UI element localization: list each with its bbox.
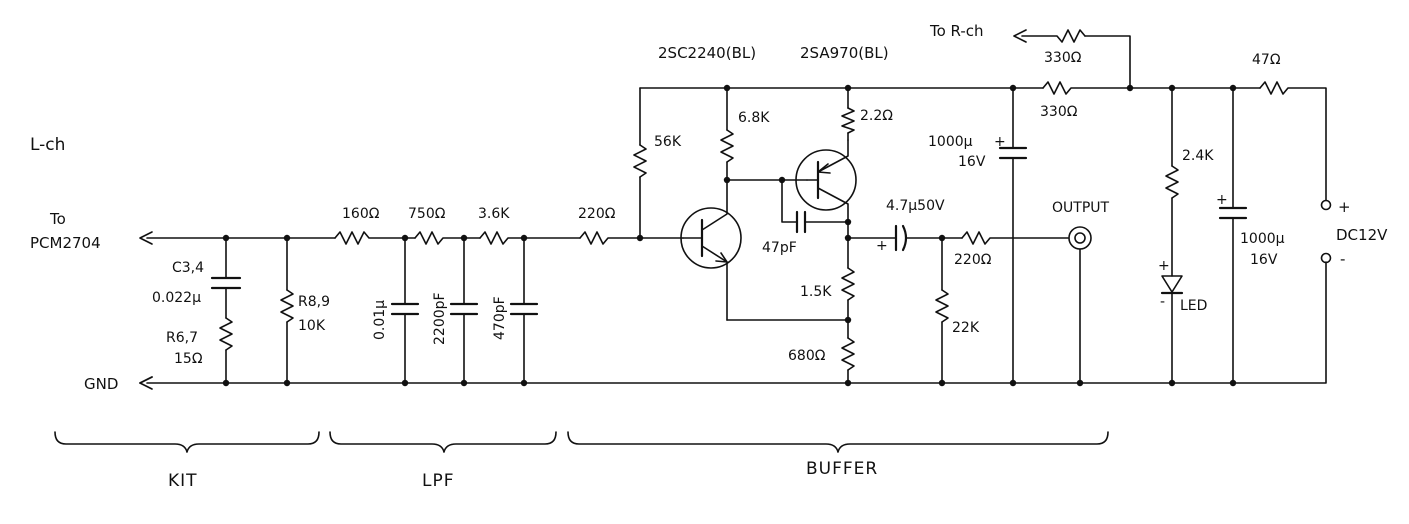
lpf-series-resistors [334, 231, 641, 245]
r8-9-value: 10K [298, 318, 326, 334]
led-plus: + [1158, 258, 1170, 274]
ground-rail [139, 261, 1327, 390]
c-1000a-voltage: 16V [958, 154, 986, 170]
npn-transistor-label: 2SC2240(BL) [658, 44, 756, 62]
r-160-label: 160Ω [342, 206, 380, 222]
junction-dot [283, 379, 291, 387]
junction-dot [460, 379, 468, 387]
section-braces [54, 431, 1109, 453]
c-1000b-plus: + [1216, 192, 1228, 208]
input-signal-line [139, 231, 336, 245]
c-1000u-left [998, 87, 1028, 384]
pnp-transistor-label: 2SA970(BL) [800, 44, 889, 62]
led-minus: - [1160, 294, 1165, 310]
section-label-kit: KIT [168, 471, 198, 491]
junction-dot [1168, 379, 1176, 387]
junction-dot [222, 234, 230, 242]
c-001-label: 0.01μ [372, 300, 388, 340]
junction-dot [844, 379, 852, 387]
r-220-output-resistor [961, 231, 1069, 245]
c-47pf-capacitor [781, 179, 849, 234]
led-label: LED [1180, 298, 1207, 314]
c-1000a-value: 1000μ [928, 134, 973, 150]
r-2k4-label: 2.4K [1182, 148, 1214, 164]
junction-dot [401, 234, 409, 242]
c-470-label: 470pF [492, 296, 508, 340]
channel-label: L-ch [30, 135, 65, 155]
r-2r2-label: 2.2Ω [860, 108, 893, 124]
r-330-top-label: 330Ω [1044, 50, 1082, 66]
c-out-label: 4.7μ50V [886, 198, 945, 214]
section-label-lpf: LPF [422, 471, 455, 491]
r-56k-label: 56K [654, 134, 682, 150]
r-22k-resistor [935, 237, 949, 384]
r6-7-name: R6,7 [166, 330, 198, 346]
junction-dot [1229, 379, 1237, 387]
to-pcm-label: PCM2704 [30, 234, 101, 252]
junction-dot [401, 379, 409, 387]
junction-dot [938, 379, 946, 387]
junction-dot [636, 234, 644, 242]
output-label: OUTPUT [1052, 200, 1110, 216]
junction-dot [222, 379, 230, 387]
r8-9-resistor [280, 237, 294, 384]
output-jack [1068, 226, 1092, 384]
r-3k6-label: 3.6K [478, 206, 510, 222]
junction-dot [520, 234, 528, 242]
c3-4-name: C3,4 [172, 260, 204, 276]
r-1k5-resistor [841, 237, 855, 321]
section-label-buffer: BUFFER [806, 459, 878, 479]
junction-dot [1076, 379, 1084, 387]
r-6k8-label: 6.8K [738, 110, 770, 126]
junction-dot [283, 234, 291, 242]
dc-plus: + [1338, 198, 1351, 216]
junction-dot [520, 379, 528, 387]
c-1000b-voltage: 16V [1250, 252, 1278, 268]
r-2r2-resistor [841, 87, 855, 141]
c3-4-r6-7-branch [210, 237, 242, 384]
r6-7-value: 15Ω [174, 351, 203, 367]
c-out-plus: + [876, 238, 888, 254]
lpf-shunt-capacitors [390, 237, 539, 384]
dc-label: DC12V [1336, 226, 1388, 244]
c-1000u-right [1218, 87, 1248, 384]
r8-9-name: R8,9 [298, 294, 330, 310]
c-47p-label: 47pF [762, 240, 797, 256]
r-750-label: 750Ω [408, 206, 446, 222]
r-2k4-led-branch [1160, 87, 1184, 384]
r-6k8-resistor [720, 87, 734, 181]
supply-rail [639, 81, 1327, 201]
junction-dot [460, 234, 468, 242]
npn-transistor [680, 179, 742, 321]
c-1000a-plus: + [994, 134, 1006, 150]
dc-minus: - [1340, 250, 1345, 268]
r-680-resistor [841, 319, 855, 384]
to-r-ch-branch [1013, 29, 1131, 89]
to-r-ch-label: To R-ch [929, 22, 984, 40]
c3-4-value: 0.022μ [152, 290, 201, 306]
r-56k-resistor [633, 87, 684, 239]
r-330-bottom-label: 330Ω [1040, 104, 1078, 120]
r-680-label: 680Ω [788, 348, 826, 364]
junction-dot [1009, 379, 1017, 387]
c-2200-label: 2200pF [432, 292, 448, 345]
pnp-transistor [795, 139, 857, 239]
gnd-label: GND [84, 375, 118, 393]
dc-power-terminals [1320, 199, 1332, 264]
r-22k-label: 22K [952, 320, 980, 336]
r-220-in-label: 220Ω [578, 206, 616, 222]
r-220-out-label: 220Ω [954, 252, 992, 268]
r-1k5-label: 1.5K [800, 284, 832, 300]
c-1000b-value: 1000μ [1240, 231, 1285, 247]
r-47-label: 47Ω [1252, 52, 1281, 68]
output-coupling-capacitor [847, 224, 963, 252]
to-pcm-label-top: To [49, 210, 66, 228]
